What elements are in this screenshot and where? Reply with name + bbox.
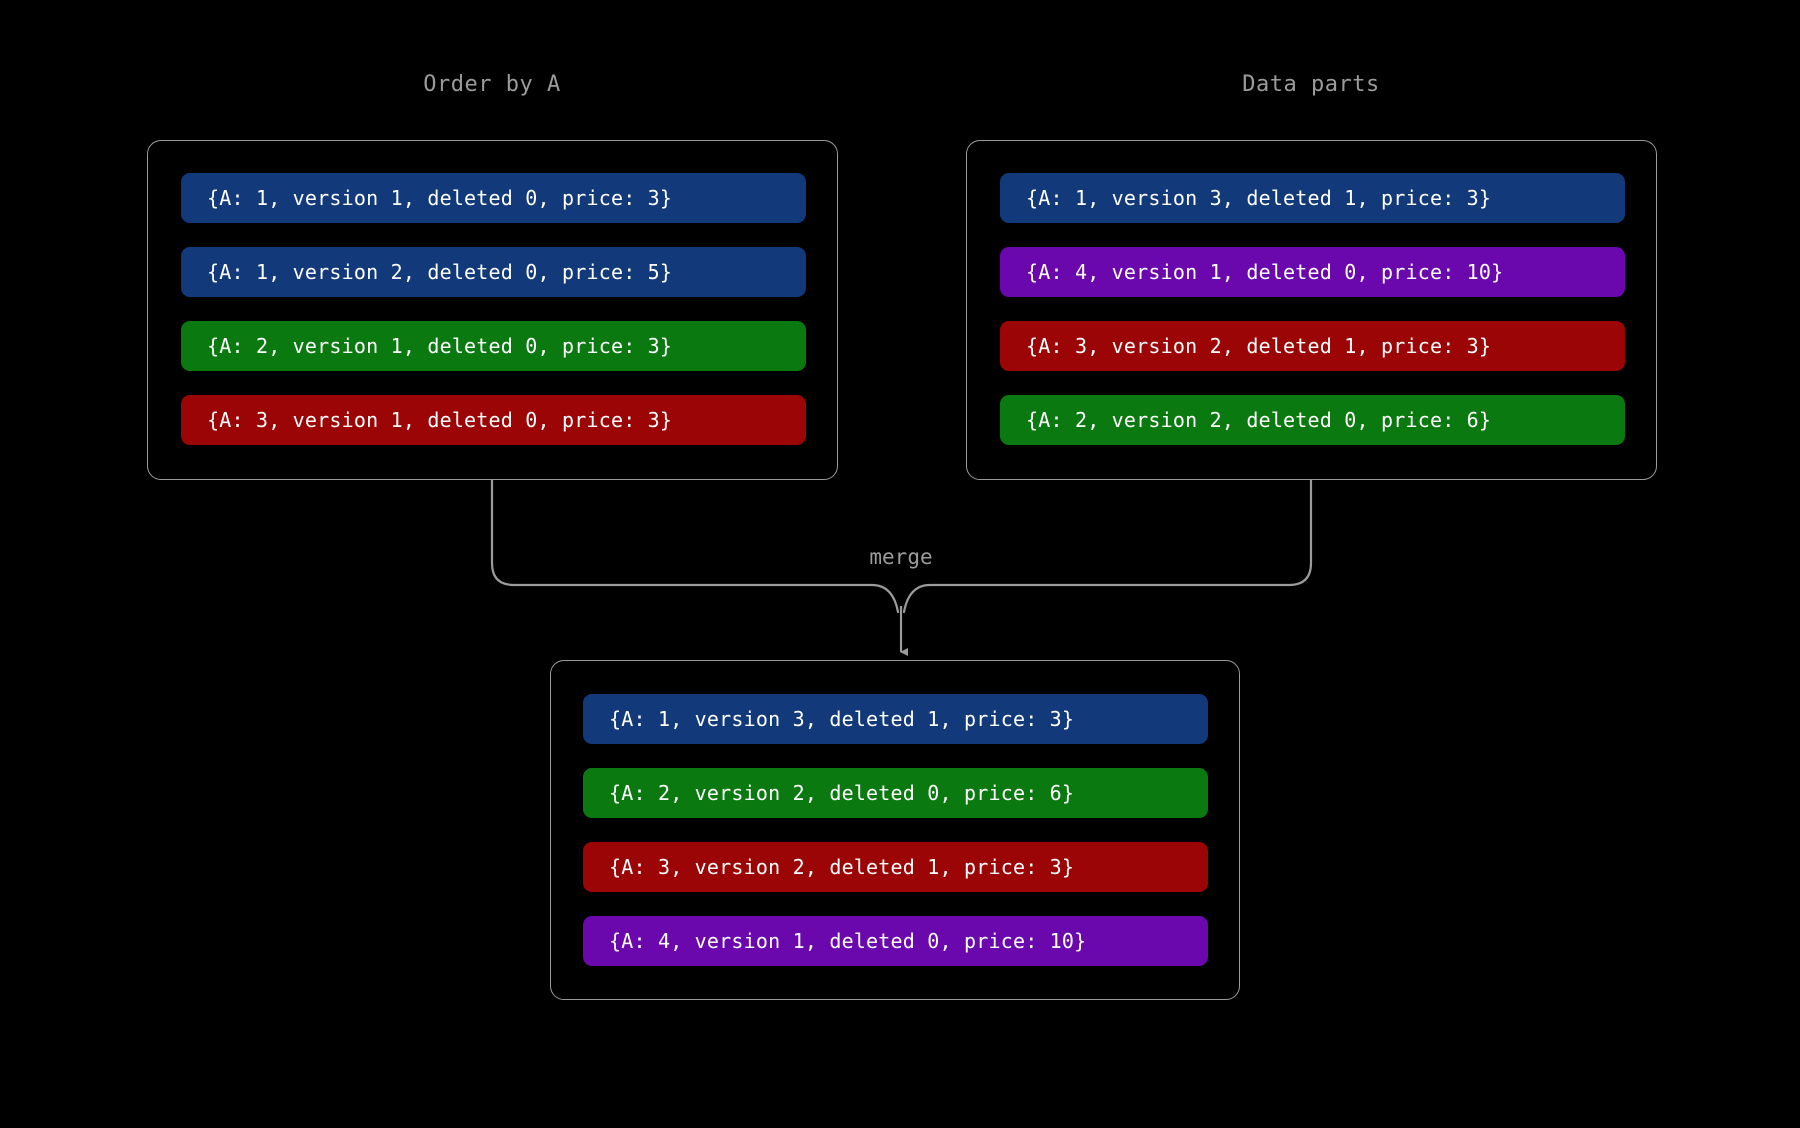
list-item[interactable]: {A: 1, version 3, deleted 1, price: 3}: [1000, 173, 1625, 223]
list-item[interactable]: {A: 1, version 2, deleted 0, price: 5}: [181, 247, 806, 297]
list-item-label: {A: 2, version 2, deleted 0, price: 6}: [609, 781, 1075, 805]
list-item[interactable]: {A: 3, version 2, deleted 1, price: 3}: [583, 842, 1208, 892]
connector-path-left: [490, 478, 900, 614]
list-item-label: {A: 4, version 1, deleted 0, price: 10}: [609, 929, 1087, 953]
list-item-label: {A: 1, version 3, deleted 1, price: 3}: [1026, 186, 1492, 210]
merge-label: merge: [869, 545, 933, 569]
connector-path-right: [902, 478, 1313, 614]
list-item-label: {A: 1, version 1, deleted 0, price: 3}: [207, 186, 673, 210]
list-item-label: {A: 3, version 1, deleted 0, price: 3}: [207, 408, 673, 432]
list-item-label: {A: 1, version 3, deleted 1, price: 3}: [609, 707, 1075, 731]
list-item-label: {A: 2, version 2, deleted 0, price: 6}: [1026, 408, 1492, 432]
left-panel: {A: 1, version 1, deleted 0, price: 3} {…: [147, 140, 838, 480]
list-item[interactable]: {A: 3, version 1, deleted 0, price: 3}: [181, 395, 806, 445]
list-item[interactable]: {A: 2, version 2, deleted 0, price: 6}: [583, 768, 1208, 818]
list-item-label: {A: 3, version 2, deleted 1, price: 3}: [609, 855, 1075, 879]
list-item[interactable]: {A: 1, version 1, deleted 0, price: 3}: [181, 173, 806, 223]
list-item[interactable]: {A: 4, version 1, deleted 0, price: 10}: [583, 916, 1208, 966]
right-panel: {A: 1, version 3, deleted 1, price: 3} {…: [966, 140, 1657, 480]
list-item[interactable]: {A: 3, version 2, deleted 1, price: 3}: [1000, 321, 1625, 371]
list-item[interactable]: {A: 1, version 3, deleted 1, price: 3}: [583, 694, 1208, 744]
list-item[interactable]: {A: 2, version 2, deleted 0, price: 6}: [1000, 395, 1625, 445]
list-item[interactable]: {A: 4, version 1, deleted 0, price: 10}: [1000, 247, 1625, 297]
list-item[interactable]: {A: 2, version 1, deleted 0, price: 3}: [181, 321, 806, 371]
list-item-label: {A: 1, version 2, deleted 0, price: 5}: [207, 260, 673, 284]
list-item-label: {A: 4, version 1, deleted 0, price: 10}: [1026, 260, 1504, 284]
result-panel: {A: 1, version 3, deleted 1, price: 3} {…: [550, 660, 1240, 1000]
list-item-label: {A: 3, version 2, deleted 1, price: 3}: [1026, 334, 1492, 358]
list-item-label: {A: 2, version 1, deleted 0, price: 3}: [207, 334, 673, 358]
left-panel-title: Order by A: [423, 72, 561, 97]
right-panel-title: Data parts: [1242, 72, 1380, 97]
